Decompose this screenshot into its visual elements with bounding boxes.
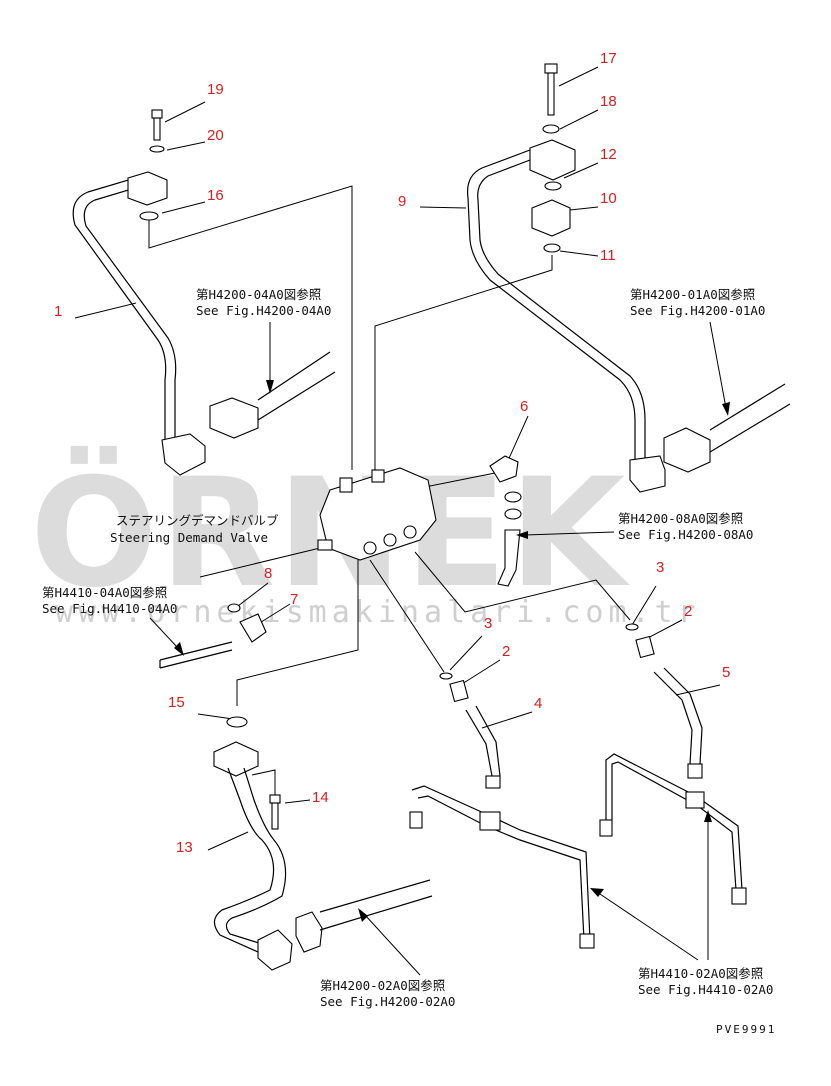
- part-tube-1: [72, 171, 206, 476]
- steering-demand-valve: [317, 467, 437, 561]
- callout-2-right: 2: [684, 603, 692, 620]
- ref-h4200-04-en: See Fig.H4200-04A0: [196, 303, 331, 318]
- ref-h4200-04-jp: 第H4200-04A0図参照: [196, 287, 321, 302]
- callout-6: 6: [520, 398, 528, 415]
- part-washer-20: [149, 145, 165, 153]
- ref-h4410-04-jp: 第H4410-04A0図参照: [42, 585, 167, 600]
- part-hose-h4200-04: [209, 351, 336, 439]
- part-oring-3-left: [439, 672, 453, 680]
- part-hose-h4410-04: [159, 641, 233, 669]
- part-tube-left-manifold: [409, 785, 595, 949]
- callout-5: 5: [722, 664, 730, 681]
- ref-h4410-04-en: See Fig.H4410-04A0: [42, 601, 177, 616]
- callout-18: 18: [600, 93, 617, 110]
- part-tube-9: [466, 139, 666, 493]
- part-hose-5: [653, 667, 703, 779]
- callout-19: 19: [207, 81, 224, 98]
- callout-3-right: 3: [656, 559, 664, 576]
- part-oring-12: [544, 181, 562, 191]
- callout-12: 12: [600, 146, 617, 163]
- part-oring-15: [226, 716, 248, 728]
- part-hose-4: [465, 705, 501, 789]
- ref-h4200-01-jp: 第H4200-01A0図参照: [630, 287, 755, 302]
- ref-h4200-08-en: See Fig.H4200-08A0: [618, 527, 753, 542]
- part-flange-10: [531, 199, 571, 237]
- callout-16: 16: [207, 187, 224, 204]
- part-oring-16: [139, 211, 159, 221]
- callout-8: 8: [264, 565, 272, 582]
- ref-h4200-08-jp: 第H4200-08A0図参照: [618, 511, 743, 526]
- ref-h4200-01-en: See Fig.H4200-01A0: [630, 303, 765, 318]
- callout-7: 7: [290, 591, 298, 608]
- callout-20: 20: [207, 127, 224, 144]
- part-hose-6: [497, 529, 521, 587]
- ref-h4410-02-en: See Fig.H4410-02A0: [638, 982, 773, 997]
- watermark: ÖRNEK www.ornekismakinalari.com.tr: [30, 445, 701, 630]
- ref-h4200-02-jp: 第H4200-02A0図参照: [320, 978, 445, 993]
- part-oring-3-right: [625, 623, 639, 631]
- part-clamp: [504, 491, 522, 520]
- callout-2-left: 2: [502, 643, 510, 660]
- part-elbow-6: [489, 455, 519, 483]
- callout-4: 4: [534, 695, 542, 712]
- part-bolt-19: [151, 109, 163, 141]
- part-fitting-2-right: [635, 635, 655, 659]
- callout-1: 1: [54, 303, 62, 320]
- callout-13: 13: [176, 839, 193, 856]
- part-washer-18: [542, 124, 560, 134]
- callout-9: 9: [398, 193, 406, 210]
- callout-17: 17: [600, 50, 617, 67]
- part-bolt-17: [544, 63, 558, 116]
- part-oring-8: [227, 603, 241, 613]
- valve-label-en: Steering Demand Valve: [110, 530, 268, 545]
- ref-h4200-02-en: See Fig.H4200-02A0: [320, 994, 455, 1009]
- watermark-url: www.ornekismakinalari.com.tr: [55, 595, 701, 630]
- reference-notes: 第H4200-04A0図参照 See Fig.H4200-04A0 第H4200…: [42, 287, 776, 1036]
- callout-3-left: 3: [484, 615, 492, 632]
- part-hose-h4200-02: [295, 879, 433, 953]
- callout-11: 11: [600, 247, 616, 264]
- reference-arrows: [149, 321, 730, 976]
- part-fitting-2-left: [449, 679, 469, 703]
- callout-10: 10: [600, 190, 617, 207]
- callout-15: 15: [168, 694, 185, 711]
- drawing-code: PVE9991: [716, 1023, 776, 1036]
- part-tube-right-manifold: [599, 753, 747, 905]
- ref-h4410-02-jp: 第H4410-02A0図参照: [638, 966, 763, 981]
- part-hose-h4200-01: [663, 383, 791, 473]
- part-elbow-7: [239, 613, 267, 643]
- part-bolt-14: [269, 794, 281, 830]
- callout-numbers: 1 2 2 3 3 4 5 6 7 8 9 10 11 12 13 14 15 …: [54, 50, 730, 856]
- part-tube-13: [213, 741, 293, 971]
- callout-14: 14: [312, 789, 329, 806]
- part-oring-11: [543, 243, 561, 253]
- valve-label-jp: ステアリングデマンドバルブ: [116, 513, 279, 528]
